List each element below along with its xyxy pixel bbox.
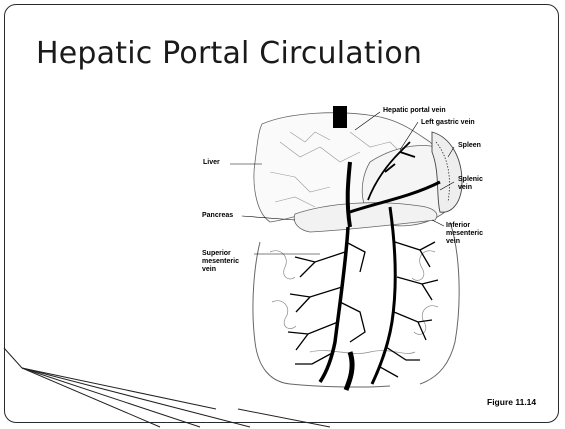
ivc-black [333,106,347,128]
slide-title: Hepatic Portal Circulation [36,36,422,71]
hepatic-portal-vein [348,162,350,227]
hepatic-portal-diagram: Hepatic portal vein Left gastric vein Sp… [200,102,520,392]
label-liver: Liver [203,159,220,167]
inferior-mesenteric-vein [372,207,395,384]
label-pancreas: Pancreas [202,212,233,220]
label-splenic-vein: Splenic vein [458,176,483,192]
label-spleen: Spleen [458,142,481,150]
label-hepatic-portal-vein: Hepatic portal vein [383,107,446,115]
label-inferior-mesenteric-vein: Inferior mesenteric vein [446,222,483,246]
label-left-gastric-vein: Left gastric vein [421,119,475,127]
figure-caption: Figure 11.14 [487,397,536,407]
label-superior-mesenteric-vein: Superior mesenteric vein [202,250,239,274]
